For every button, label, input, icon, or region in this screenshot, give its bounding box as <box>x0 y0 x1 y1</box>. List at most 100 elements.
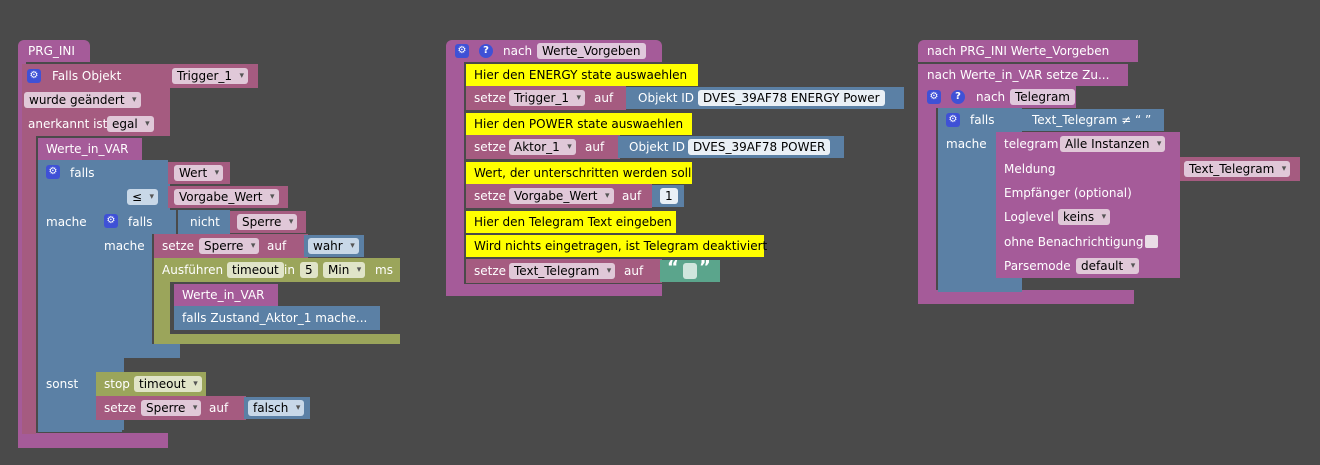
loglevel-label: Loglevel <box>1004 210 1054 224</box>
call-prg-ini-werte-vorgeben[interactable] <box>918 40 1138 62</box>
parsemode-select[interactable]: default <box>1076 258 1140 274</box>
falls-objekt-label: Falls Objekt <box>52 69 122 83</box>
number-field[interactable]: 1 <box>660 188 678 204</box>
mache-label-2: mache <box>104 239 145 253</box>
gear-icon[interactable]: ⚙ <box>46 165 60 179</box>
call-werte-in-var-2[interactable] <box>174 284 278 306</box>
compare-block-2[interactable] <box>1022 109 1164 131</box>
objekt-id-label: Objekt ID <box>638 91 695 105</box>
gear-icon[interactable]: ⚙ <box>27 69 41 83</box>
gear-icon[interactable]: ⚙ <box>104 214 118 228</box>
comment-energy[interactable] <box>466 64 698 86</box>
telegram-block[interactable] <box>996 132 1180 278</box>
setze-label-4: setze <box>474 140 507 154</box>
text-telegram-var-select[interactable]: Text_Telegram <box>509 263 616 279</box>
comment-telegram[interactable] <box>466 211 676 233</box>
not-block[interactable] <box>178 210 230 234</box>
nach-label: nach <box>503 44 533 58</box>
change-select[interactable]: wurde geändert <box>24 92 141 108</box>
loglevel-select[interactable]: keins <box>1058 209 1111 225</box>
object-id-field-1[interactable]: DVES_39AF78 ENERGY Power <box>698 90 885 106</box>
gear-icon[interactable]: ⚙ <box>455 44 469 58</box>
vorgabe-var-select[interactable]: Vorgabe_Wert <box>509 188 614 204</box>
call-werte-in-var-setze[interactable] <box>918 64 1128 86</box>
parsemode-label: Parsemode <box>1004 259 1071 273</box>
comment-power-text: Hier den POWER state auswaehlen <box>474 117 684 131</box>
gear-icon[interactable]: ⚙ <box>946 113 960 127</box>
ack-select[interactable]: egal <box>107 116 154 132</box>
mache-label-3: mache <box>946 137 987 151</box>
sonst-label: sonst <box>46 377 79 391</box>
ohne-checkbox[interactable] <box>1145 235 1158 248</box>
auf-label-6: auf <box>624 264 644 278</box>
comment-wert-text: Wert, der unterschritten werden soll <box>474 166 692 180</box>
sperre-select[interactable]: Sperre <box>237 214 298 230</box>
procedure-body-bar-2 <box>446 62 464 296</box>
objekt-id-label-2: Objekt ID <box>629 140 686 154</box>
quote-close-icon: ” <box>699 257 711 278</box>
setze-label-6: setze <box>474 264 507 278</box>
falls-label-2: falls <box>128 215 153 229</box>
werte-in-var-label-2: Werte_in_VAR <box>182 288 265 302</box>
nicht-label: nicht <box>190 215 220 229</box>
procedure-prg-ini[interactable] <box>18 40 90 62</box>
text-telegram-select[interactable]: Text_Telegram <box>1184 161 1291 177</box>
aktor-var-select[interactable]: Aktor_1 <box>509 139 576 155</box>
call-werte-in-var[interactable] <box>38 138 142 160</box>
auf-label: auf <box>267 239 287 253</box>
auf-label-5: auf <box>622 189 642 203</box>
quote-open-icon: “ <box>667 257 679 278</box>
ausfuehren-label: Ausführen <box>162 263 224 277</box>
ohne-label: ohne Benachrichtigung <box>1004 235 1144 249</box>
gear-icon[interactable]: ⚙ <box>927 90 941 104</box>
wahr-select[interactable]: wahr <box>308 238 359 254</box>
inner-if-foot <box>96 344 180 358</box>
anerkannt-label: anerkannt ist <box>28 117 108 131</box>
set-sperre-select-2[interactable]: Sperre <box>141 400 202 416</box>
comment-power[interactable] <box>466 113 692 135</box>
comment-deaktiviert[interactable] <box>466 235 764 257</box>
auf-label-4: auf <box>585 140 605 154</box>
comment-wert[interactable] <box>466 162 692 184</box>
trigger-var-select[interactable]: Trigger_1 <box>509 90 586 106</box>
stop-timeout-select[interactable]: timeout <box>134 376 202 392</box>
auf-label-3: auf <box>594 91 614 105</box>
procedure-name-field[interactable]: Werte_Vorgeben <box>537 43 646 59</box>
operator-select[interactable]: ≤ <box>127 189 159 205</box>
procedure-body-bar-3 <box>918 108 936 304</box>
object-id-field-2[interactable]: DVES_39AF78 POWER <box>688 139 831 155</box>
call2-label: nach Werte_in_VAR setze Zu... <box>927 68 1110 82</box>
instance-select[interactable]: Alle Instanzen <box>1060 136 1166 152</box>
setze-label-5: setze <box>474 189 507 203</box>
trigger-select[interactable]: Trigger_1 <box>172 68 249 84</box>
procedure-name-field-2[interactable]: Telegram <box>1010 89 1075 105</box>
werte-in-var-label: Werte_in_VAR <box>46 142 129 156</box>
timeout-foot <box>154 334 400 344</box>
help-icon[interactable]: ? <box>479 44 493 58</box>
falls-label: falls <box>70 166 95 180</box>
set-sperre-select[interactable]: Sperre <box>199 238 260 254</box>
timeout-value-field[interactable]: 5 <box>300 262 318 278</box>
collapsed-if-block[interactable] <box>174 306 380 330</box>
setze-label-3: setze <box>474 91 507 105</box>
mache-label: mache <box>46 215 87 229</box>
help-icon[interactable]: ? <box>951 90 965 104</box>
wert-select[interactable]: Wert <box>174 165 224 181</box>
auf-label-2: auf <box>209 401 229 415</box>
falsch-select[interactable]: falsch <box>248 400 305 416</box>
procedure-foot-3 <box>918 290 1134 304</box>
condition-label: Text_Telegram ≠ “ ” <box>1032 113 1152 127</box>
vorgabe-select[interactable]: Vorgabe_Wert <box>174 189 279 205</box>
setze-label: setze <box>162 239 195 253</box>
timeout-body-bar <box>154 282 170 344</box>
procedure-foot-2 <box>446 284 662 296</box>
unit-select[interactable]: Min <box>323 262 366 278</box>
timeout-name-field[interactable]: timeout <box>227 262 284 278</box>
stop-label: stop <box>104 377 130 391</box>
meldung-label: Meldung <box>1004 162 1056 176</box>
if-foot <box>38 420 122 432</box>
comment-telegram-text: Hier den Telegram Text eingeben <box>474 215 672 229</box>
text-literal-field[interactable] <box>683 263 697 279</box>
inner-if-block[interactable] <box>96 210 152 358</box>
in-label: in <box>284 263 295 277</box>
